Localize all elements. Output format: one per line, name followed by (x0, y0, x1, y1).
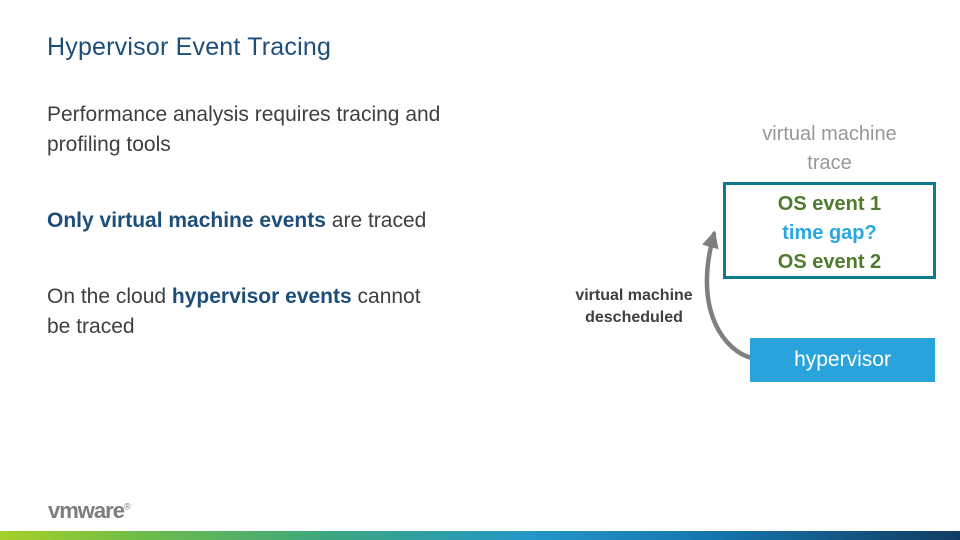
vmware-logo-text: vmware (48, 498, 125, 523)
paragraph-hypervisor-events: On the cloud hypervisor events cannot be… (47, 282, 421, 342)
emphasis-vm-events: Only virtual machine events (47, 209, 326, 232)
os-events-box: OS event 1 time gap? OS event 2 (723, 182, 936, 279)
hypervisor-box: hypervisor (750, 338, 935, 382)
paragraph-performance: Performance analysis requires tracing an… (47, 103, 441, 156)
paragraph-hypervisor-pre: On the cloud (47, 285, 172, 308)
os-event-1-label: OS event 1 (777, 193, 882, 215)
vmware-logo: vmware® (48, 498, 131, 524)
vm-trace-label: virtual machine trace (762, 123, 897, 174)
paragraph-vm-events: Only virtual machine events are traced (47, 206, 426, 236)
hypervisor-label: hypervisor (794, 348, 891, 371)
vm-descheduled-label: virtual machine descheduled (575, 287, 693, 326)
slide-title: Hypervisor Event Tracing (47, 33, 332, 61)
curved-arrow-icon (702, 230, 755, 361)
paragraph-vm-events-rest: are traced (325, 209, 427, 232)
paragraph-hypervisor-post: cannot be traced (47, 285, 421, 338)
os-event-2-label: OS event 2 (777, 251, 882, 273)
emphasis-hypervisor-events: hypervisor events (171, 285, 352, 308)
footer-gradient-bar (0, 531, 960, 540)
time-gap-label: time gap? (782, 222, 877, 244)
registered-mark: ® (123, 501, 131, 512)
